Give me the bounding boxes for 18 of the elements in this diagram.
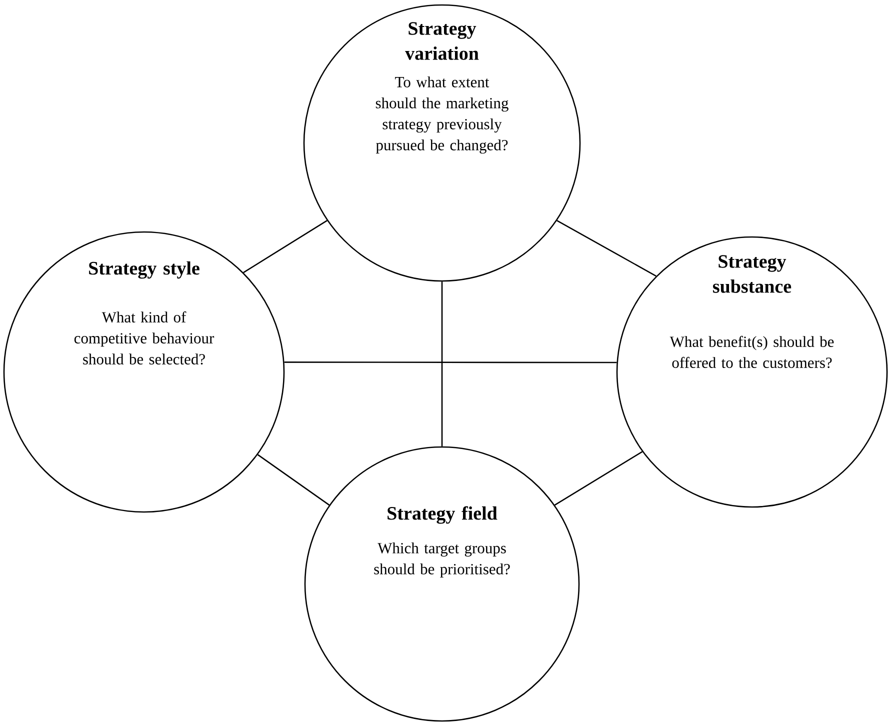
circle-heading: Strategy field	[388, 506, 498, 524]
connector-line	[554, 451, 643, 506]
connector-line	[243, 220, 328, 274]
circle-node	[303, 4, 581, 282]
connector-line	[257, 454, 330, 506]
circle-node	[304, 446, 580, 722]
circle-node	[3, 231, 285, 513]
circle-question: Which target groups should be prioritised?	[374, 542, 510, 578]
connector-line	[441, 282, 443, 446]
circle-heading: Strategy variation	[405, 22, 479, 60]
circle-heading: Strategy substance	[713, 255, 792, 293]
circle-question: What kind of competitive behaviour should be selected?	[74, 311, 214, 365]
connector-line	[284, 362, 617, 364]
circle-node	[616, 236, 888, 508]
connector-line	[556, 220, 656, 277]
circle-question: What benefit(s) should be offered to the customers?	[670, 336, 834, 368]
circle-heading: Strategy style	[89, 261, 200, 279]
circle-question: To what extent should the marketing strategy previously pursued be changed?	[376, 76, 508, 154]
